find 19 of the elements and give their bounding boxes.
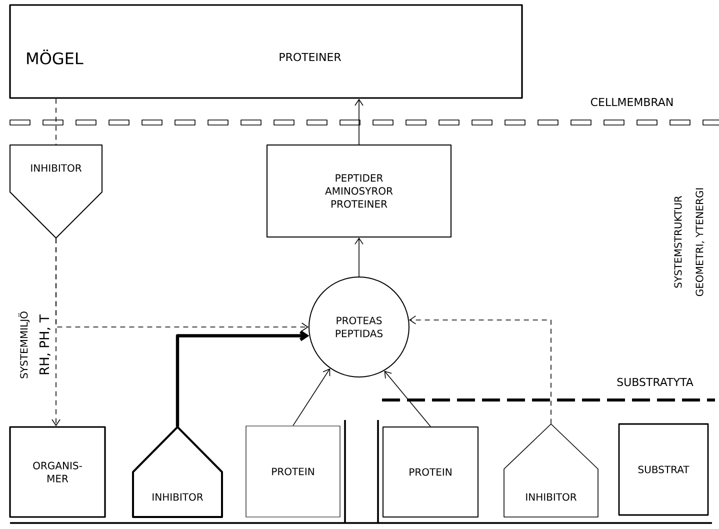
arrow: [354, 98, 364, 145]
annotation-label: RH, PH, T: [40, 314, 50, 374]
arrow: [292, 368, 330, 426]
arrow: [176, 330, 310, 427]
annotation-label: SUBSTRATYTA: [617, 378, 694, 386]
process-box: SUBSTRAT: [618, 423, 709, 516]
arrow: [409, 316, 552, 424]
arrow: [384, 370, 431, 427]
process-box: MÖGEL PROTEINER: [9, 4, 523, 99]
annotation-label: SYSTEMMILJÖ: [18, 312, 30, 378]
annotation-label: GEOMETRI, YTENERGI: [696, 188, 704, 296]
process-box: ORGANIS- MER: [9, 426, 106, 518]
process-box: PEPTIDER AMINOSYROR PROTEINER: [266, 144, 452, 238]
arrow: [56, 238, 308, 332]
process-box: PROTEIN: [382, 426, 478, 518]
process-box: PROTEIN: [246, 426, 340, 518]
arrow: [354, 238, 364, 277]
annotation-label: CELLMEMBRAN: [590, 98, 673, 106]
annotation-label: SYSTEMSTRUKTUR: [674, 196, 682, 288]
